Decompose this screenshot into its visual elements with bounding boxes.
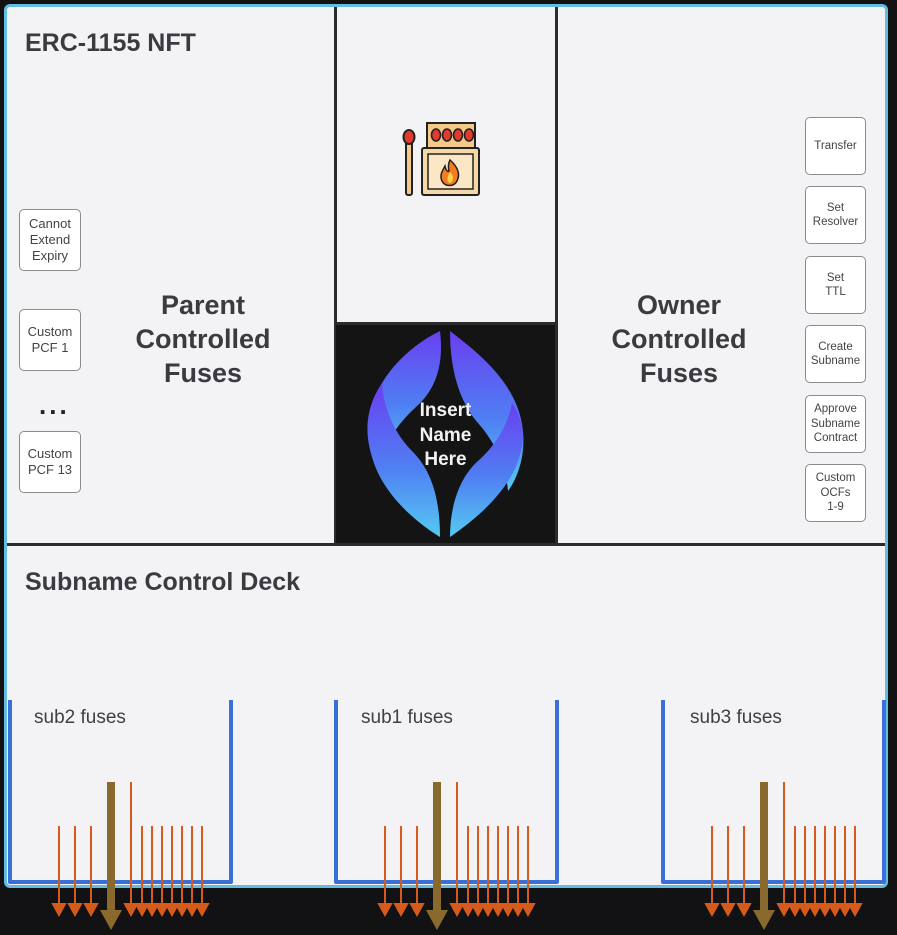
sub3-fuse-arrow — [776, 782, 792, 917]
owner-controlled-fuses-label: Owner Controlled Fuses — [611, 290, 747, 388]
pcf-ellipsis: ... — [39, 390, 70, 420]
pcf-cannot-extend-expiry: Cannot Extend Expiry — [19, 209, 81, 271]
sub3-fuse-arrow — [807, 826, 823, 917]
sub1-fuse-arrow — [480, 826, 496, 917]
sub2-fuse-arrow — [123, 782, 139, 917]
divider-left — [334, 7, 337, 544]
sub2-fuse-arrow — [144, 826, 160, 917]
nft-title: ERC-1155 NFT — [25, 29, 196, 57]
divider-deck — [7, 543, 885, 546]
sub2-fuse-arrow — [51, 826, 67, 917]
sub1-fuse-arrow — [377, 826, 393, 917]
sub3-fuse-arrow — [827, 826, 843, 917]
sub2-fuse-arrow — [67, 826, 83, 917]
sub1-fuse-arrow — [409, 826, 425, 917]
sub3-fuse-arrow — [720, 826, 736, 917]
sub2-fuse-arrow — [184, 826, 200, 917]
sub3-bucket — [661, 700, 886, 884]
sub3-fuse-arrow — [787, 826, 803, 917]
sub3-fuse-arrow — [704, 826, 720, 917]
sub1-fuse-arrow — [500, 826, 516, 917]
ocf-transfer: Transfer — [805, 117, 866, 175]
erc1155-frame: ERC-1155 NFT Cannot Extend Expiry Custom… — [4, 4, 888, 888]
pcf-custom-1: Custom PCF 1 — [19, 309, 81, 371]
parent-controlled-fuses-label: Parent Controlled Fuses — [135, 290, 271, 388]
sub1-bucket — [334, 700, 559, 884]
sub2-fuse-arrow — [154, 826, 170, 917]
matchbox-fire-icon — [402, 122, 480, 196]
sub2-main-arrow — [100, 782, 122, 930]
sub1-fuse-arrow — [393, 826, 409, 917]
sub1-fuse-arrow — [520, 826, 536, 917]
pcf-custom-13: Custom PCF 13 — [19, 431, 81, 493]
sub1-fuse-arrow — [490, 826, 506, 917]
sub1-fuses-label: sub1 fuses — [361, 707, 453, 728]
sub1-fuse-arrow — [460, 826, 476, 917]
ens-name-placeholder: Insert Name Here — [419, 400, 472, 470]
ocf-approve-subname-contract: Approve Subname Contract — [805, 395, 866, 453]
ocf-custom-1-9: Custom OCFs 1-9 — [805, 464, 866, 522]
sub3-fuse-arrow — [736, 826, 752, 917]
ocf-create-subname: Create Subname — [805, 325, 866, 383]
sub1-fuse-arrow — [510, 826, 526, 917]
sub2-fuse-arrow — [164, 826, 180, 917]
sub1-fuse-arrow — [449, 782, 465, 917]
sub3-fuse-arrow — [797, 826, 813, 917]
ocf-set-resolver: Set Resolver — [805, 186, 866, 244]
ocf-set-ttl: Set TTL — [805, 256, 866, 314]
ens-panel — [336, 325, 555, 543]
sub2-bucket — [8, 700, 233, 884]
sub2-fuse-arrow — [83, 826, 99, 917]
divider-center — [336, 322, 557, 325]
sub3-fuse-arrow — [817, 826, 833, 917]
sub1-main-arrow — [426, 782, 448, 930]
sub3-fuse-arrow — [847, 826, 863, 917]
sub3-fuses-label: sub3 fuses — [690, 707, 782, 728]
divider-right — [555, 7, 558, 544]
sub2-fuse-arrow — [134, 826, 150, 917]
sub3-fuse-arrow — [837, 826, 853, 917]
sub2-fuse-arrow — [174, 826, 190, 917]
sub1-fuse-arrow — [470, 826, 486, 917]
sub2-fuse-arrow — [194, 826, 210, 917]
sub3-main-arrow — [753, 782, 775, 930]
deck-title: Subname Control Deck — [25, 568, 301, 596]
sub2-fuses-label: sub2 fuses — [34, 707, 126, 728]
ens-logo-icon — [367, 331, 524, 537]
